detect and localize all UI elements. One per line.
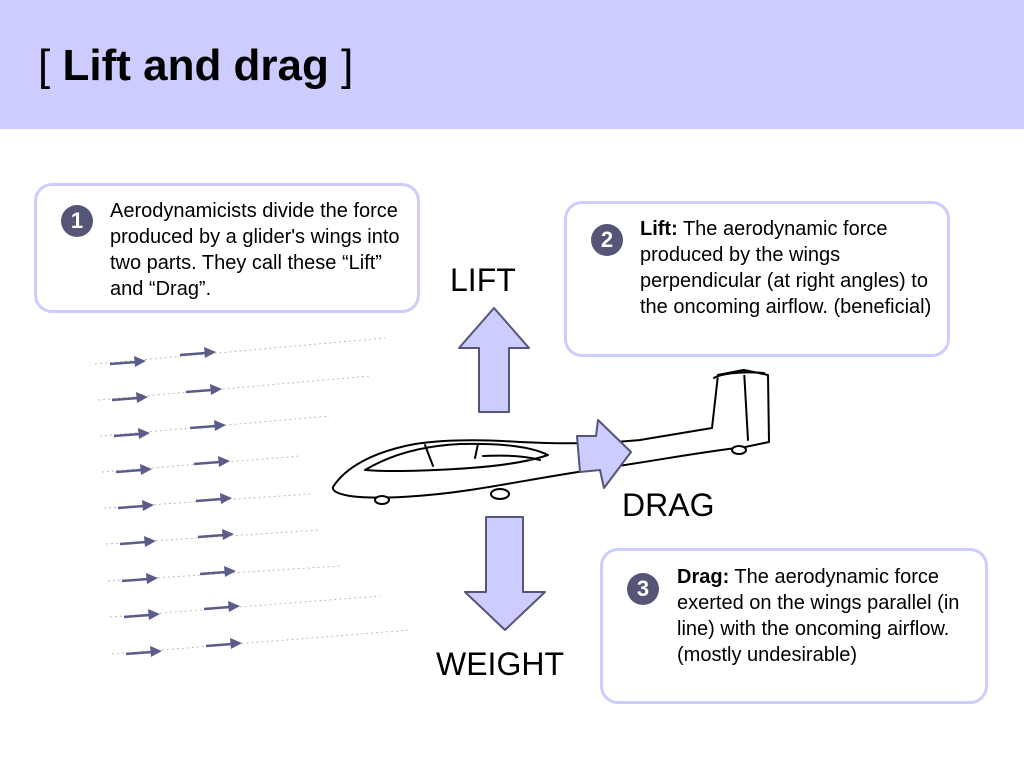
airflow-arrow-icon bbox=[109, 356, 146, 367]
weight-label: WEIGHT bbox=[436, 646, 564, 682]
slide-title: [ Lift and drag ] bbox=[38, 38, 353, 94]
airflow-arrow-icon bbox=[111, 392, 148, 403]
lift-definition: The aerodynamic force produced by the wi… bbox=[640, 218, 932, 318]
number-3-icon: 3 bbox=[627, 573, 659, 605]
callout-drag-text: Drag: The aerodynamic force exerted on t… bbox=[677, 564, 977, 668]
callout-intro: 1 Aerodynamicists divide the force produ… bbox=[34, 183, 420, 313]
drag-label: DRAG bbox=[622, 487, 715, 523]
airflow-arrow-icon bbox=[197, 529, 234, 540]
lift-arrow-icon bbox=[458, 307, 530, 413]
bracket-close: ] bbox=[341, 41, 354, 90]
airflow-arrow-icon bbox=[195, 493, 232, 504]
airflow-arrow-icon bbox=[185, 384, 222, 395]
airflow-arrow-icon bbox=[123, 609, 160, 620]
airflow-arrow-icon bbox=[203, 601, 240, 612]
callout-intro-text: Aerodynamicists divide the force produce… bbox=[110, 200, 400, 300]
airflow-arrow-icon bbox=[193, 456, 230, 467]
drag-definition: The aerodynamic force exerted on the win… bbox=[677, 566, 960, 666]
number-2-icon: 2 bbox=[591, 224, 623, 256]
airflow-arrows bbox=[109, 347, 242, 657]
airflow-arrow-icon bbox=[125, 646, 162, 657]
airflow-arrow-icon bbox=[117, 500, 154, 511]
airflow-arrow-icon bbox=[119, 536, 156, 547]
airflow-arrow-icon bbox=[205, 638, 242, 649]
number-1-icon: 1 bbox=[61, 205, 93, 237]
lift-term: Lift: bbox=[640, 218, 678, 240]
airflow-arrow-icon bbox=[199, 566, 236, 577]
airflow-arrow-icon bbox=[115, 464, 152, 475]
airflow-arrow-icon bbox=[113, 428, 150, 439]
drag-term: Drag: bbox=[677, 566, 730, 588]
airflow-arrow-icon bbox=[189, 420, 226, 431]
callout-lift: 2 Lift: The aerodynamic force produced b… bbox=[564, 201, 950, 357]
weight-arrow-icon bbox=[464, 516, 546, 631]
title-text: Lift and drag bbox=[62, 41, 329, 90]
airflow-arrow-icon bbox=[121, 573, 158, 584]
airflow-arrow-icon bbox=[179, 347, 216, 358]
glider-icon bbox=[331, 369, 770, 505]
title-bar bbox=[0, 0, 1024, 129]
drag-arrow-icon bbox=[576, 419, 632, 489]
callout-drag: 3 Drag: The aerodynamic force exerted on… bbox=[600, 548, 988, 704]
lift-label: LIFT bbox=[450, 262, 516, 298]
bracket-open: [ bbox=[38, 41, 51, 90]
callout-lift-text: Lift: The aerodynamic force produced by … bbox=[640, 216, 940, 320]
